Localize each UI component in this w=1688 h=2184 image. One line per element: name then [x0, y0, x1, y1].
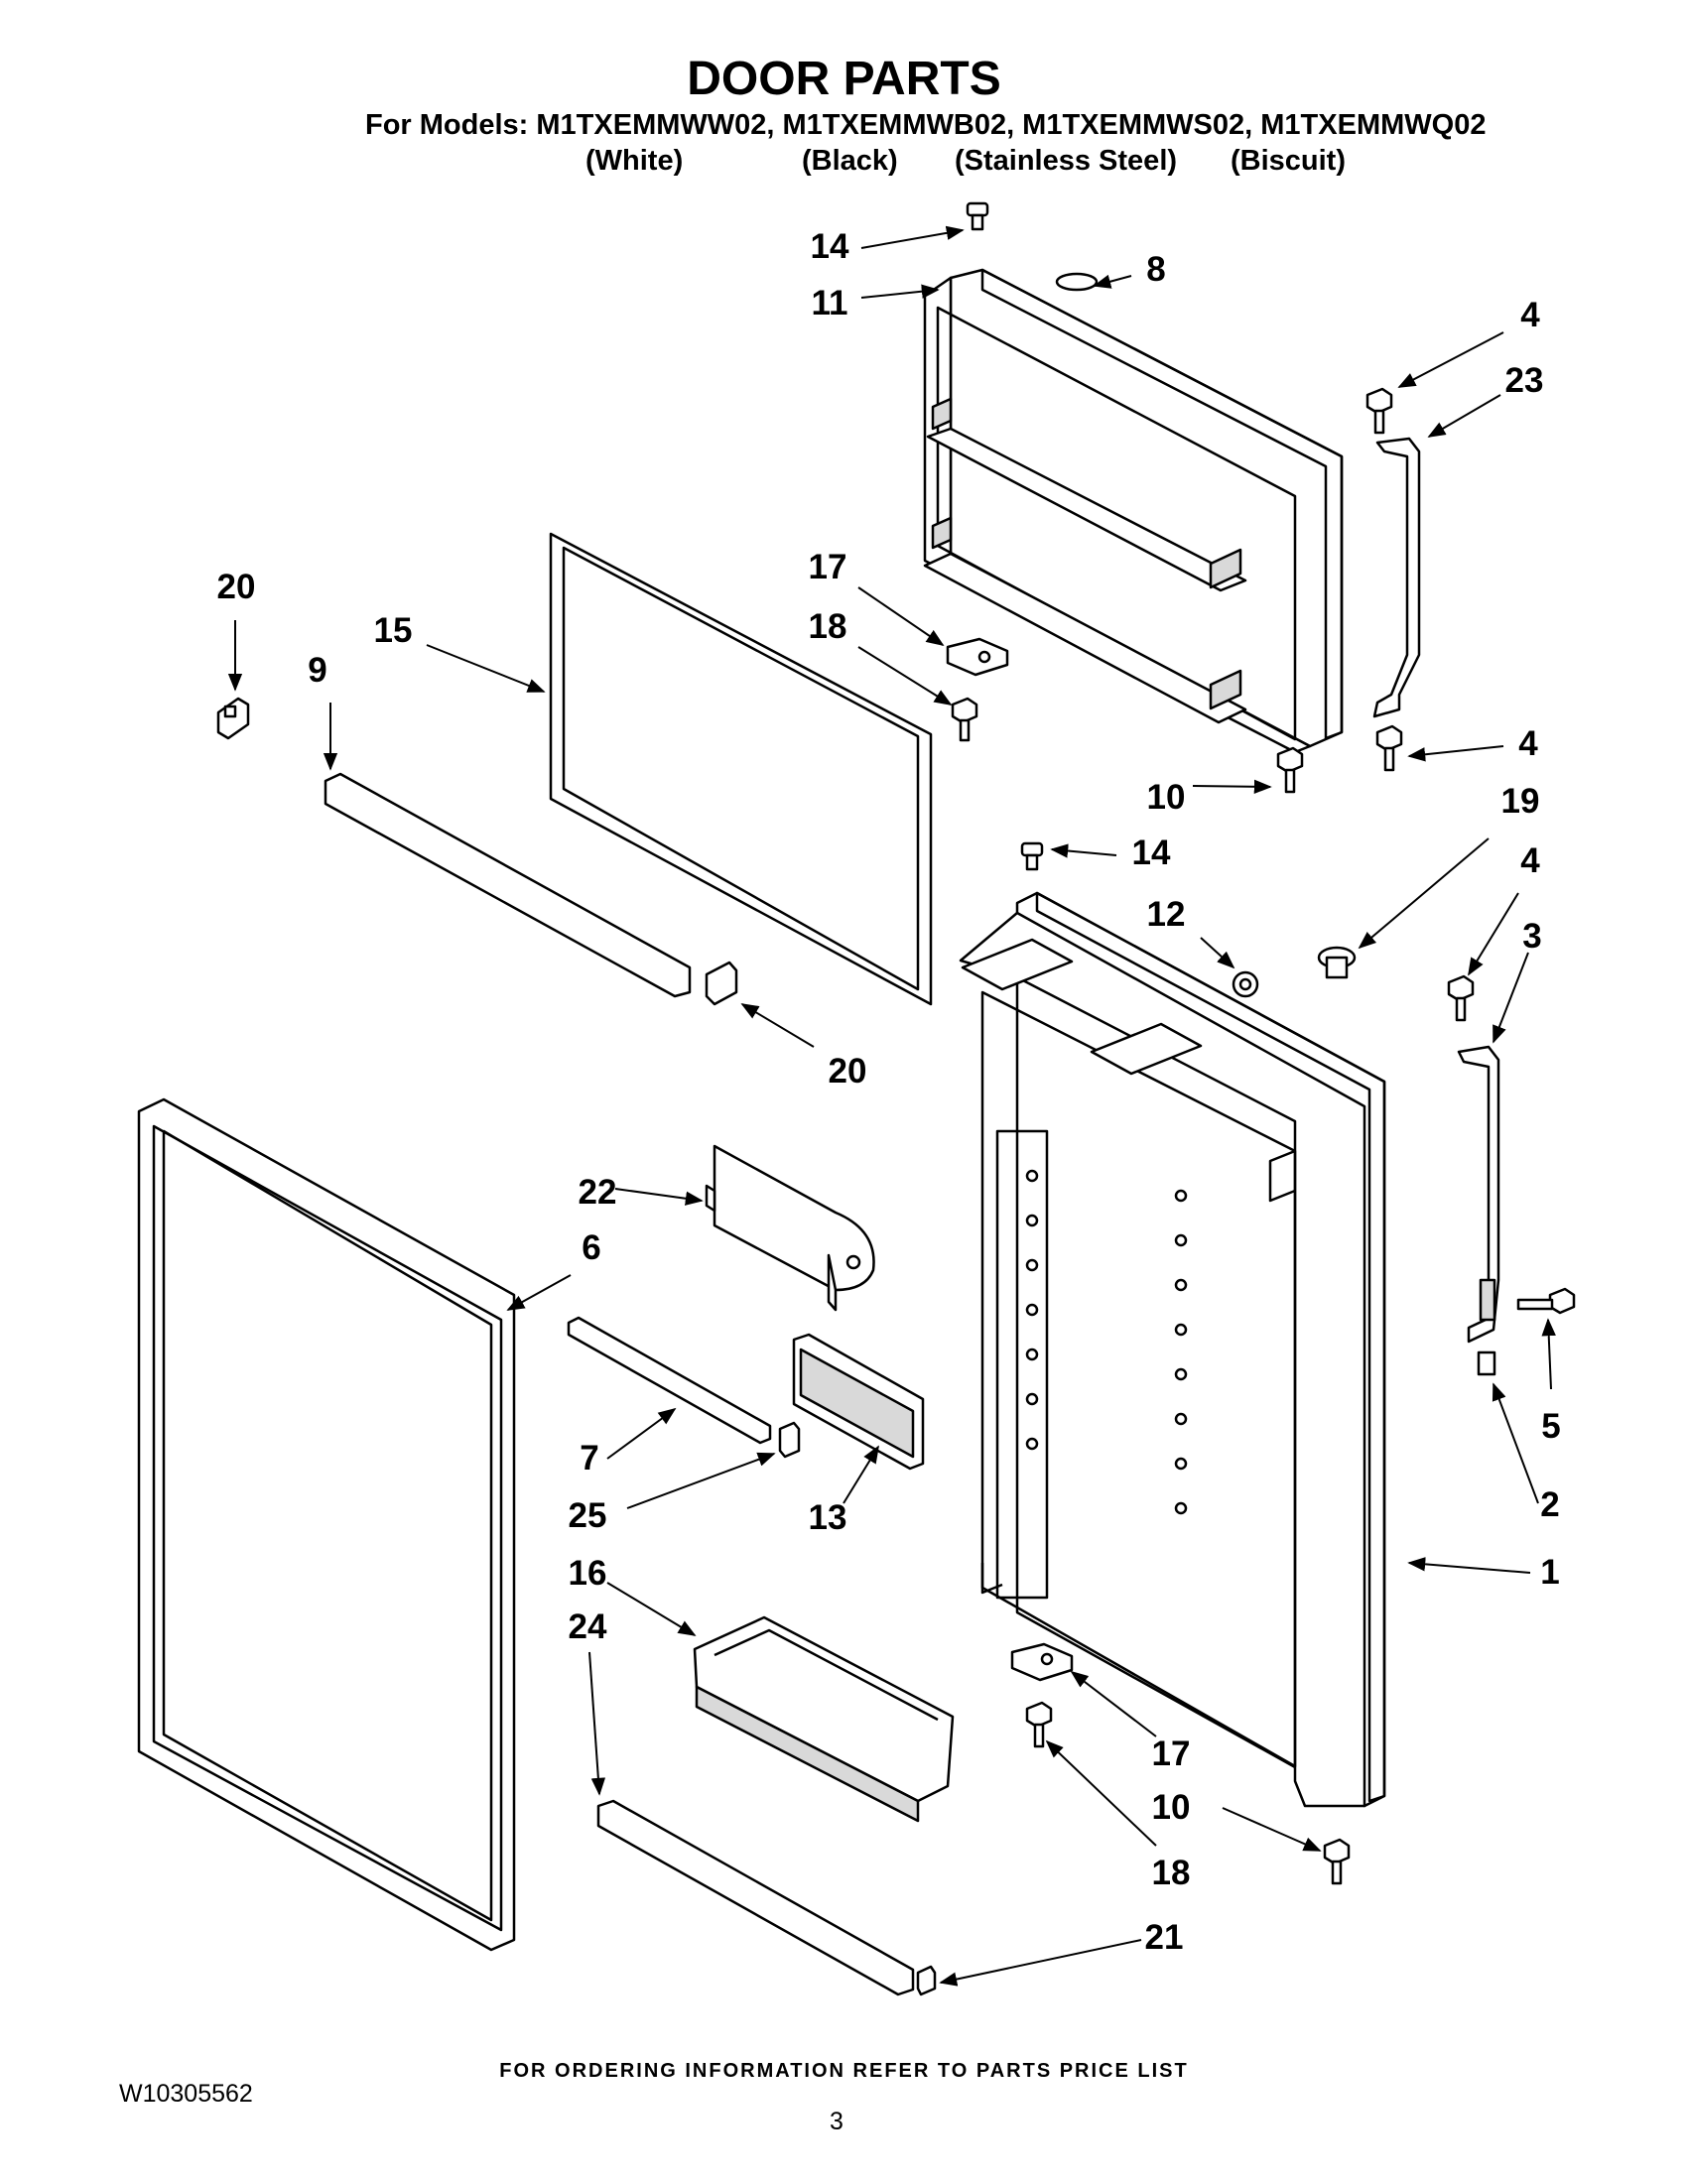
- callout-4-upper: 4: [1520, 296, 1540, 334]
- part-23-upper-handle: [1372, 437, 1421, 718]
- part-4-screw-right: [1447, 974, 1475, 1022]
- part-22-dairy-door: [705, 1144, 875, 1312]
- callout-24: 24: [568, 1607, 607, 1646]
- part-5-screw: [1516, 1287, 1576, 1315]
- part-11-freezer-door: [923, 268, 1344, 754]
- part-19-cap: [1317, 946, 1357, 979]
- callout-10-upper: 10: [1146, 778, 1186, 817]
- part-13-shelf-trim: [792, 1333, 925, 1471]
- part-10-screw-upper: [1276, 746, 1304, 794]
- part-2-spacer: [1477, 1350, 1496, 1376]
- callout-10-lower: 10: [1151, 1788, 1191, 1827]
- callout-23: 23: [1504, 361, 1544, 400]
- callout-12: 12: [1146, 895, 1186, 934]
- part-8-plug: [1055, 272, 1099, 292]
- callout-8: 8: [1146, 250, 1166, 289]
- part-7-trim: [567, 1316, 772, 1445]
- callout-21: 21: [1144, 1918, 1184, 1957]
- part-24-trim: [596, 1799, 915, 1996]
- callout-7: 7: [580, 1439, 599, 1477]
- callout-15: 15: [373, 611, 413, 650]
- part-15-freezer-gasket: [549, 532, 933, 1006]
- callout-20-center: 20: [828, 1052, 867, 1091]
- callout-25: 25: [568, 1496, 607, 1535]
- model-color-biscuit: (Biscuit): [1231, 145, 1346, 177]
- callout-leader-lines: [227, 225, 1556, 1987]
- part-14-mid-screw: [1020, 841, 1044, 871]
- part-18-screw-lower: [1025, 1701, 1053, 1748]
- callout-4-middle: 4: [1518, 724, 1538, 763]
- callout-6: 6: [582, 1228, 601, 1267]
- callout-17-lower: 17: [1151, 1734, 1191, 1773]
- document-number: W10305562: [119, 2080, 253, 2108]
- part-9-trim-strip: [324, 772, 692, 998]
- callout-14-middle: 14: [1131, 834, 1171, 872]
- callout-2: 2: [1540, 1485, 1560, 1524]
- part-6-refrigerator-gasket: [137, 1097, 516, 1952]
- part-25-clip: [778, 1421, 801, 1459]
- part-10-screw-lower: [1323, 1838, 1351, 1885]
- model-color-stainless-steel: (Stainless Steel): [955, 145, 1178, 177]
- part-21-clip: [916, 1965, 937, 1996]
- page-title: DOOR PARTS: [687, 53, 1001, 105]
- part-12-cam: [1232, 970, 1259, 998]
- callout-14-top: 14: [810, 227, 849, 266]
- callout-4-lower: 4: [1520, 841, 1540, 880]
- part-1-refrigerator-door: [959, 891, 1386, 1808]
- page-number: 3: [830, 2108, 844, 2135]
- model-color-white: (White): [585, 145, 684, 177]
- callout-5: 5: [1541, 1407, 1561, 1446]
- part-20-clip-center: [705, 961, 738, 1006]
- callout-18-upper: 18: [808, 607, 847, 646]
- ordering-note: FOR ORDERING INFORMATION REFER TO PARTS …: [499, 2060, 1189, 2082]
- model-color-black: (Black): [802, 145, 898, 177]
- part-4-screw-upper: [1365, 387, 1393, 435]
- callout-22: 22: [578, 1173, 617, 1212]
- callout-9: 9: [308, 651, 327, 690]
- callout-13: 13: [808, 1498, 847, 1537]
- part-17-hinge-upper: [946, 637, 1009, 677]
- part-16-door-bin: [693, 1615, 955, 1823]
- callout-16: 16: [568, 1554, 607, 1593]
- callout-17-upper: 17: [808, 548, 847, 586]
- part-3-lower-handle: [1457, 1045, 1500, 1344]
- part-18-screw-upper: [951, 697, 978, 742]
- callout-19: 19: [1500, 782, 1540, 821]
- part-17-hinge-lower: [1010, 1642, 1074, 1682]
- callout-11: 11: [811, 284, 848, 322]
- part-20-clip-left: [216, 697, 250, 740]
- callout-20-left: 20: [216, 568, 256, 606]
- callout-1: 1: [1540, 1553, 1560, 1592]
- part-4-screw-lower: [1375, 724, 1403, 772]
- model-list: For Models: M1TXEMMWW02, M1TXEMMWB02, M1…: [365, 109, 1487, 141]
- callout-18-lower: 18: [1151, 1854, 1191, 1892]
- part-14-top-screw: [966, 201, 989, 231]
- callout-3: 3: [1522, 917, 1542, 956]
